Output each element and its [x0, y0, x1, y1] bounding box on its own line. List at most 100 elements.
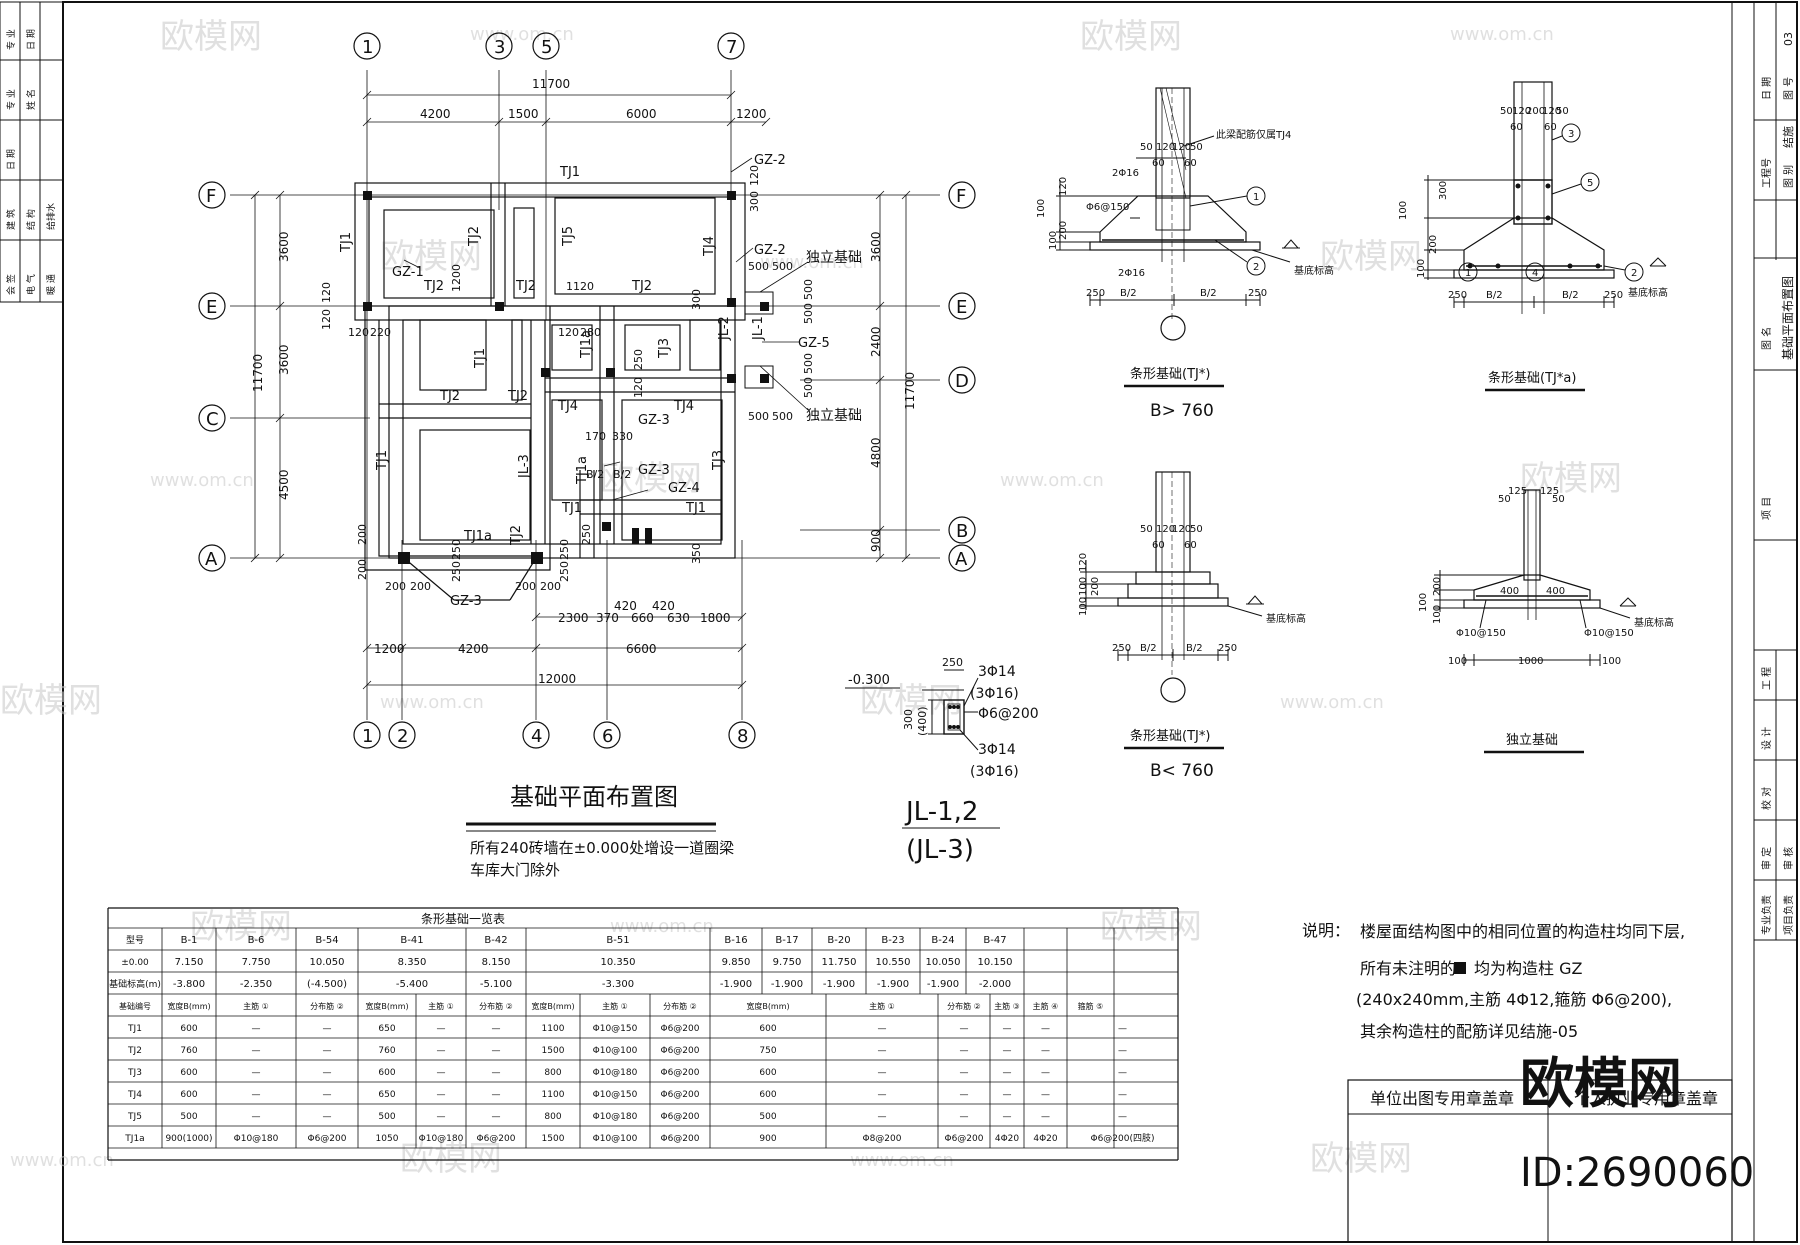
dim-text: 200: [1526, 106, 1545, 117]
circle-number: 2: [1631, 268, 1637, 279]
table-cell: 9.750: [773, 957, 802, 968]
table-cell: 1500: [542, 1046, 565, 1056]
watermark-site: www.om.cn: [610, 916, 714, 937]
dim-text: B/2: [1486, 290, 1503, 301]
dim-text: 500: [802, 279, 815, 300]
dim-text: 100: [1036, 199, 1047, 218]
circle-number: 5: [1587, 178, 1593, 189]
table-cell: —: [492, 1046, 501, 1056]
table-cell: 8.150: [482, 957, 511, 968]
table-cell: Φ6@200: [661, 1134, 700, 1144]
table-cell: 1050: [376, 1134, 399, 1144]
watermark-site: www.om.cn: [1000, 470, 1104, 491]
dim-text: 370: [596, 611, 619, 625]
table-col-head: 宽度B(mm): [167, 1001, 210, 1011]
table-cell: Φ10@180: [419, 1134, 464, 1144]
tb-field: 项目负责: [1782, 895, 1795, 935]
table-cell: -3.800: [173, 979, 205, 990]
table-cell: —: [1003, 1068, 1012, 1078]
column-symbol: [1454, 962, 1466, 974]
dim-text: 120: [1512, 106, 1531, 117]
axis-label: B: [956, 521, 968, 542]
margin-label: 会 签: [5, 274, 17, 295]
table-cell: —: [1041, 1024, 1050, 1034]
table-cell: —: [960, 1090, 969, 1100]
axis-label: C: [206, 409, 219, 430]
table-cell: Φ6@200: [661, 1112, 700, 1122]
plan-label: TJ2: [439, 389, 460, 404]
plan-label: GZ-2: [754, 243, 786, 258]
notes-line: 所有未注明的: [1360, 959, 1456, 978]
table-cell: —: [252, 1112, 261, 1122]
dim-text: 350: [690, 543, 703, 564]
axis-label: 8: [737, 726, 748, 747]
table-col-head: 主筋 ①: [428, 1001, 454, 1011]
dim-text: 500: [802, 353, 815, 374]
dim-text: 250: [1604, 290, 1623, 301]
tb-field: 图 名: [1760, 327, 1773, 350]
table-cell: B-20: [827, 935, 850, 946]
rebar-label: 3Φ14: [978, 742, 1016, 758]
dim-text: 50: [1552, 494, 1565, 505]
table-cell: 600: [759, 1090, 776, 1100]
dim-text: 500: [772, 410, 793, 423]
table-cell: -1.900: [720, 979, 752, 990]
tb-field: 项 目: [1761, 497, 1773, 520]
dim-text: B/2: [1140, 643, 1157, 654]
dim-text: 120: [748, 165, 761, 186]
table-cell: Φ6@200: [661, 1046, 700, 1056]
circle-number: 2: [1253, 262, 1259, 273]
table-cell: —: [252, 1024, 261, 1034]
section-title: (JL-3): [906, 835, 974, 865]
margin-label: 暖 通: [45, 274, 57, 295]
tb-sheet-no: 03: [1782, 32, 1795, 46]
plan-title: 基础平面布置图: [510, 783, 678, 811]
table-cell: -1.900: [771, 979, 803, 990]
dim-text: 250: [632, 349, 645, 370]
table-title: 条形基础一览表: [421, 911, 505, 926]
table-cell: 500: [759, 1112, 776, 1122]
table-col-head: 主筋 ①: [602, 1001, 628, 1011]
watermark-brand: 欧模网: [380, 237, 482, 277]
stamp-label: 单位出图专用章盖章: [1370, 1089, 1514, 1108]
tb-field: 工 程: [1761, 667, 1773, 690]
axis-label: 7: [726, 37, 737, 58]
table-cell: —: [492, 1068, 501, 1078]
dim-text: 250: [450, 539, 463, 560]
table-cell: TJ2: [127, 1046, 142, 1056]
table-cell: 10.050: [926, 957, 961, 968]
table-cell: -3.300: [602, 979, 634, 990]
table-cell: —: [878, 1068, 887, 1078]
axis-label: A: [955, 549, 968, 570]
section-dim: 250: [942, 656, 963, 669]
table-col-head: 主筋 ①: [869, 1001, 895, 1011]
margin-label: 日 期: [6, 149, 17, 170]
table-cell: Φ6@200: [661, 1068, 700, 1078]
plan-label: JL-3: [517, 454, 532, 479]
table-cell: (-4.500): [307, 979, 347, 990]
table-cell: -5.100: [480, 979, 512, 990]
table-cell: —: [878, 1046, 887, 1056]
table-cell: 760: [180, 1046, 197, 1056]
table-cell: 600: [180, 1068, 197, 1078]
foundation-plan: [198, 32, 976, 749]
table-cell: 1100: [542, 1090, 565, 1100]
dim-text: 1800: [700, 611, 731, 625]
plan-label: TJ2: [507, 389, 528, 404]
dim-text: 100: [1418, 593, 1429, 612]
table-cell: Φ10@150: [593, 1024, 638, 1034]
tb-field: 日 期: [1761, 77, 1773, 100]
margin-label: 姓 名: [25, 89, 37, 110]
axis-bubbles: [198, 32, 976, 749]
table-cell: -1.900: [877, 979, 909, 990]
plan-label: GZ-3: [638, 463, 670, 478]
table-cell: Φ6@200: [945, 1134, 984, 1144]
dim-text: 1200: [450, 264, 463, 292]
table-cell: 10.550: [876, 957, 911, 968]
detail-title: 独立基础: [1506, 733, 1558, 748]
table-cell: Φ10@180: [234, 1134, 279, 1144]
detail-tj-a-text: 50 120 200 120 50 60 60 300 100 100 200 …: [1398, 106, 1668, 386]
dim-text: 50: [1500, 106, 1513, 117]
plan-label: TJ1: [559, 165, 580, 180]
